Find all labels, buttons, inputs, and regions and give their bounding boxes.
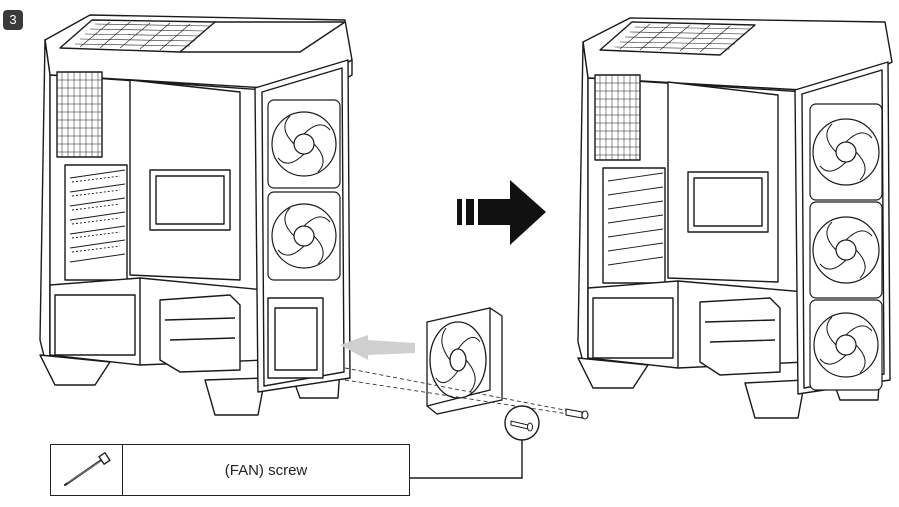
transition-arrow: [457, 180, 546, 245]
left-case-fans: [267, 99, 341, 281]
legend-screw-label: (FAN) screw: [224, 461, 308, 479]
step-number-badge: 3: [3, 10, 23, 30]
fan-screw: [565, 408, 589, 420]
insert-arrow: [340, 335, 415, 360]
loose-fan: [426, 307, 503, 415]
right-case-fans: [809, 103, 883, 391]
rear-mesh: [57, 72, 102, 157]
screw-callout: [410, 405, 540, 479]
screw-guide-lines: [344, 367, 576, 416]
legend-icon-cell: [51, 445, 123, 495]
top-mesh: [74, 21, 211, 51]
screw-icon: [64, 451, 111, 486]
parts-legend: (FAN) screw: [50, 444, 410, 496]
pci-slots: [69, 169, 126, 263]
